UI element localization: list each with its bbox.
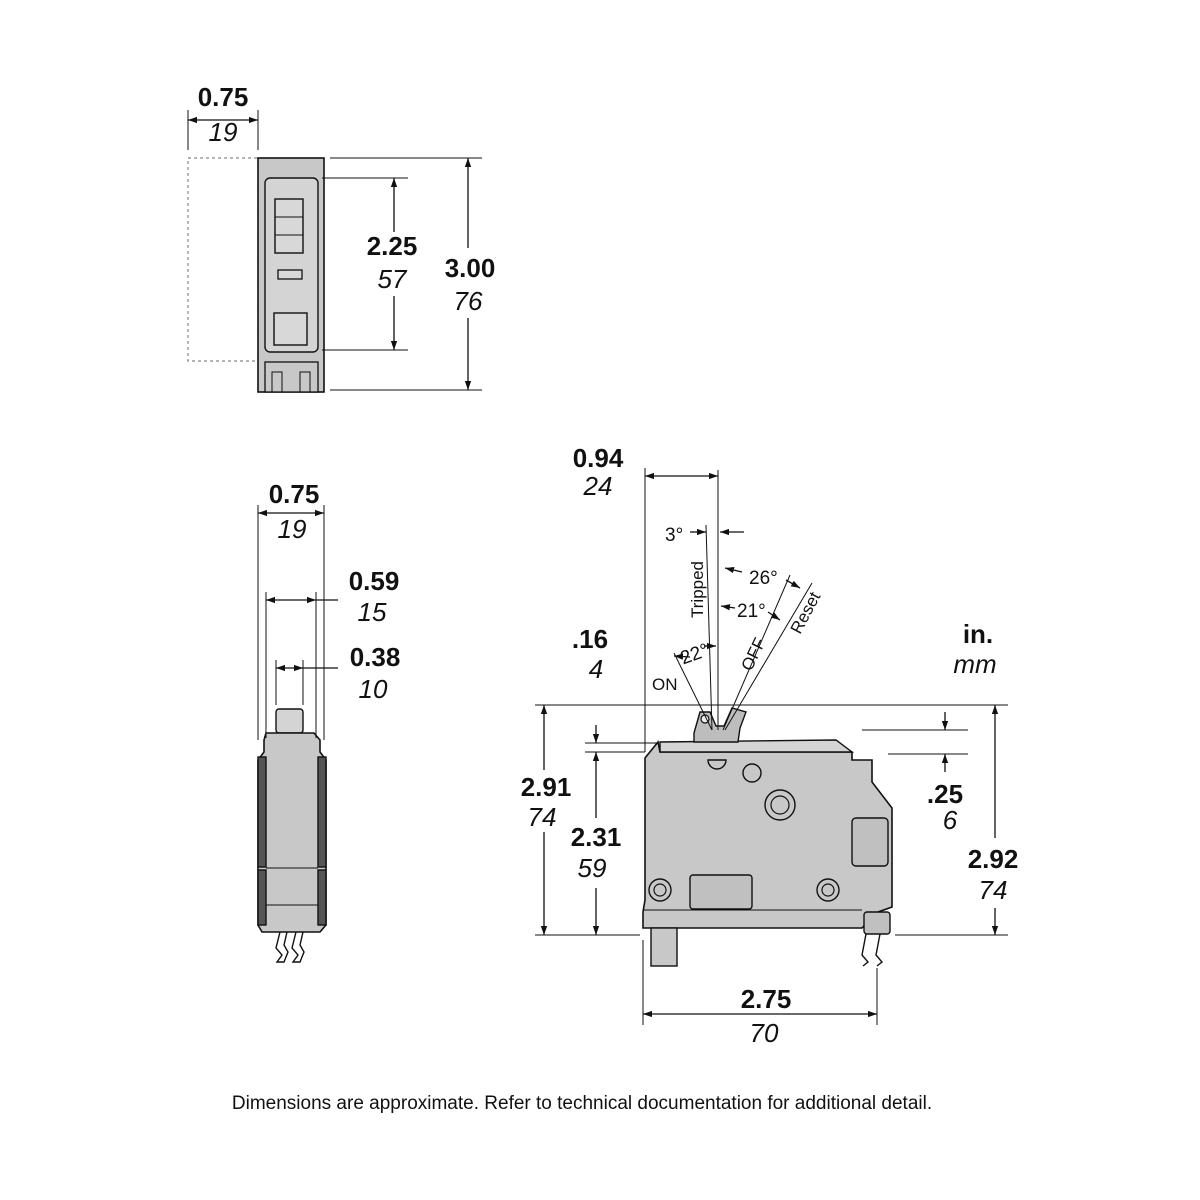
side-view-body: [257, 732, 327, 933]
right-step-in: .25: [927, 779, 963, 809]
top-height-in: 3.00: [445, 253, 496, 283]
front-view-hole-left: [648, 878, 672, 902]
side-view-clip-left: [275, 931, 289, 963]
width-mm: 70: [750, 1018, 779, 1048]
front-view: 3° 26° 21° 22° Tripped OFF Reset ON 0.94…: [521, 443, 1019, 1048]
top-inner-height-mm: 57: [378, 264, 408, 294]
angle-on: 22°: [678, 640, 712, 670]
side-inner-width-in: 0.59: [349, 566, 400, 596]
top-view-terminal-window: [273, 312, 308, 346]
side-view-clip-right: [291, 931, 305, 963]
handle-offset-mm: 24: [583, 471, 613, 501]
side-width-mm: 19: [278, 514, 307, 544]
front-view-notch: [707, 759, 727, 770]
adjacent-outline: [187, 157, 259, 362]
right-height-in: 2.92: [968, 844, 1019, 874]
inner-height-mm: 59: [578, 853, 607, 883]
label-tripped: Tripped: [688, 561, 707, 618]
front-view-clip-right: [875, 933, 884, 967]
front-view-handle: [693, 707, 747, 743]
top-step-in: .16: [572, 624, 608, 654]
front-view-window: [689, 874, 753, 910]
disclaimer-note: Dimensions are approximate. Refer to tec…: [231, 1093, 933, 1114]
right-height-mm: 74: [979, 875, 1008, 905]
units-legend: in. mm: [953, 619, 996, 679]
side-inner-width-mm: 15: [358, 597, 387, 627]
label-on: ON: [652, 675, 678, 694]
right-step-mm: 6: [943, 805, 958, 835]
front-view-top-rail: [659, 739, 855, 753]
top-view-handle-slot: [274, 198, 304, 254]
top-width-in: 0.75: [198, 82, 249, 112]
side-handle-width-in: 0.38: [350, 642, 401, 672]
left-height-in: 2.91: [521, 772, 572, 802]
side-handle-width-mm: 10: [359, 674, 388, 704]
angle-off: 21°: [737, 601, 766, 622]
front-view-corner-block: [863, 911, 891, 935]
front-view-foot: [650, 927, 678, 967]
label-off: OFF: [738, 635, 770, 674]
top-height-mm: 76: [454, 286, 483, 316]
side-view: 0.75 19 0.59 15 0.38 10: [257, 479, 401, 963]
front-view-hole-right: [816, 878, 840, 902]
units-primary: in.: [963, 619, 993, 649]
handle-offset-in: 0.94: [573, 443, 624, 473]
front-view-hole-top: [742, 763, 762, 783]
units-secondary: mm: [953, 649, 996, 679]
front-view-clip-left: [861, 933, 870, 967]
front-view-side-pad: [851, 817, 889, 867]
width-in: 2.75: [741, 984, 792, 1014]
inner-height-in: 2.31: [571, 822, 622, 852]
side-view-handle: [275, 708, 304, 734]
top-view: 0.75 19 2.25 57 3.00 76: [187, 82, 496, 393]
angle-reset: 26°: [749, 568, 778, 589]
top-view-indicator: [277, 269, 303, 280]
top-width-mm: 19: [209, 117, 238, 147]
angle-tripped: 3°: [665, 525, 683, 546]
front-view-hole-mid: [764, 789, 796, 821]
side-width-in: 0.75: [269, 479, 320, 509]
top-step-mm: 4: [589, 654, 603, 684]
top-inner-height-in: 2.25: [367, 231, 418, 261]
top-view-base: [264, 361, 319, 393]
left-height-mm: 74: [528, 802, 557, 832]
label-reset: Reset: [787, 589, 825, 637]
